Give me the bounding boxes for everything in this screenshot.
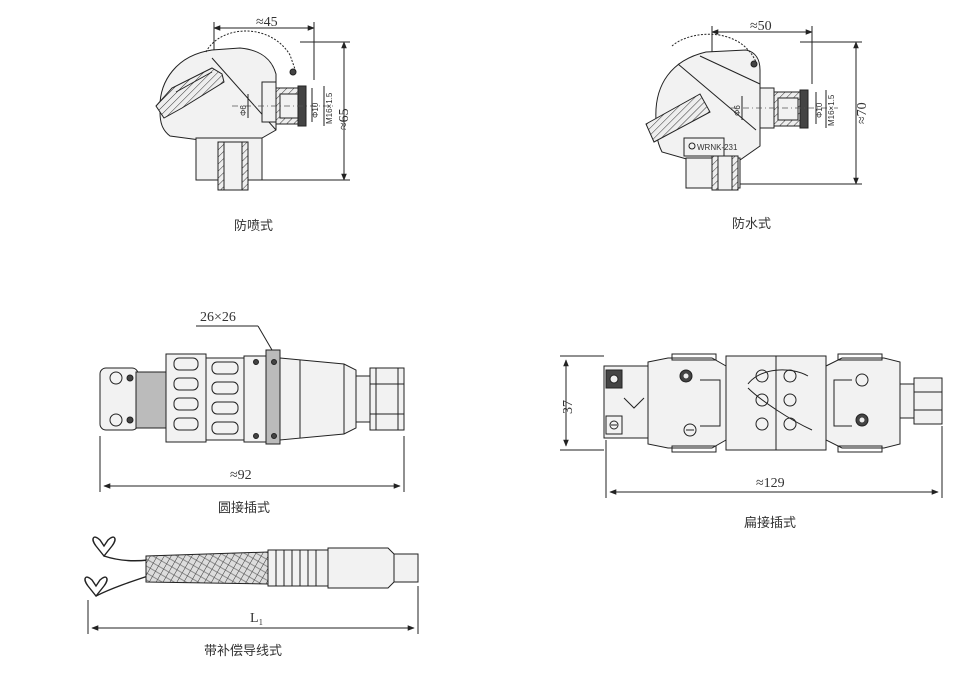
water-nameplate: WRNK-231 (697, 143, 738, 152)
spray-height-dim: ≈65 (337, 108, 352, 130)
round-square-dim: 26×26 (200, 310, 236, 325)
lead-wire-caption: 带补偿导线式 (204, 644, 282, 659)
water-phi10-dim: Φ10 (815, 102, 824, 118)
spray-proof-view (155, 22, 350, 191)
flat-plug-caption: 扁接插式 (744, 515, 796, 531)
waterproof-caption: 防水式 (732, 216, 771, 232)
round-plug-view (99, 325, 405, 492)
water-thread-dim: M16×1.5 (827, 94, 836, 126)
round-plug-caption: 圆接插式 (218, 500, 270, 516)
lead-length-dim: L₁ (250, 611, 263, 626)
water-height-dim: ≈70 (855, 102, 870, 124)
water-phi6-dim: Φ6 (733, 105, 742, 116)
spray-phi6-dim: Φ6 (239, 105, 248, 116)
spray-phi10-dim: Φ10 (311, 102, 320, 118)
flat-length-dim: ≈129 (756, 476, 785, 491)
spray-thread-dim: M16×1.5 (325, 92, 334, 124)
water-width-dim: ≈50 (750, 19, 772, 34)
spray-proof-caption: 防喷式 (234, 218, 273, 234)
waterproof-view (645, 26, 862, 191)
flat-height-dim: 37 (561, 400, 576, 414)
spray-width-dim: ≈45 (256, 15, 278, 30)
flat-plug-view (560, 353, 943, 498)
round-length-dim: ≈92 (230, 468, 252, 483)
lead-wire-view (84, 536, 419, 634)
